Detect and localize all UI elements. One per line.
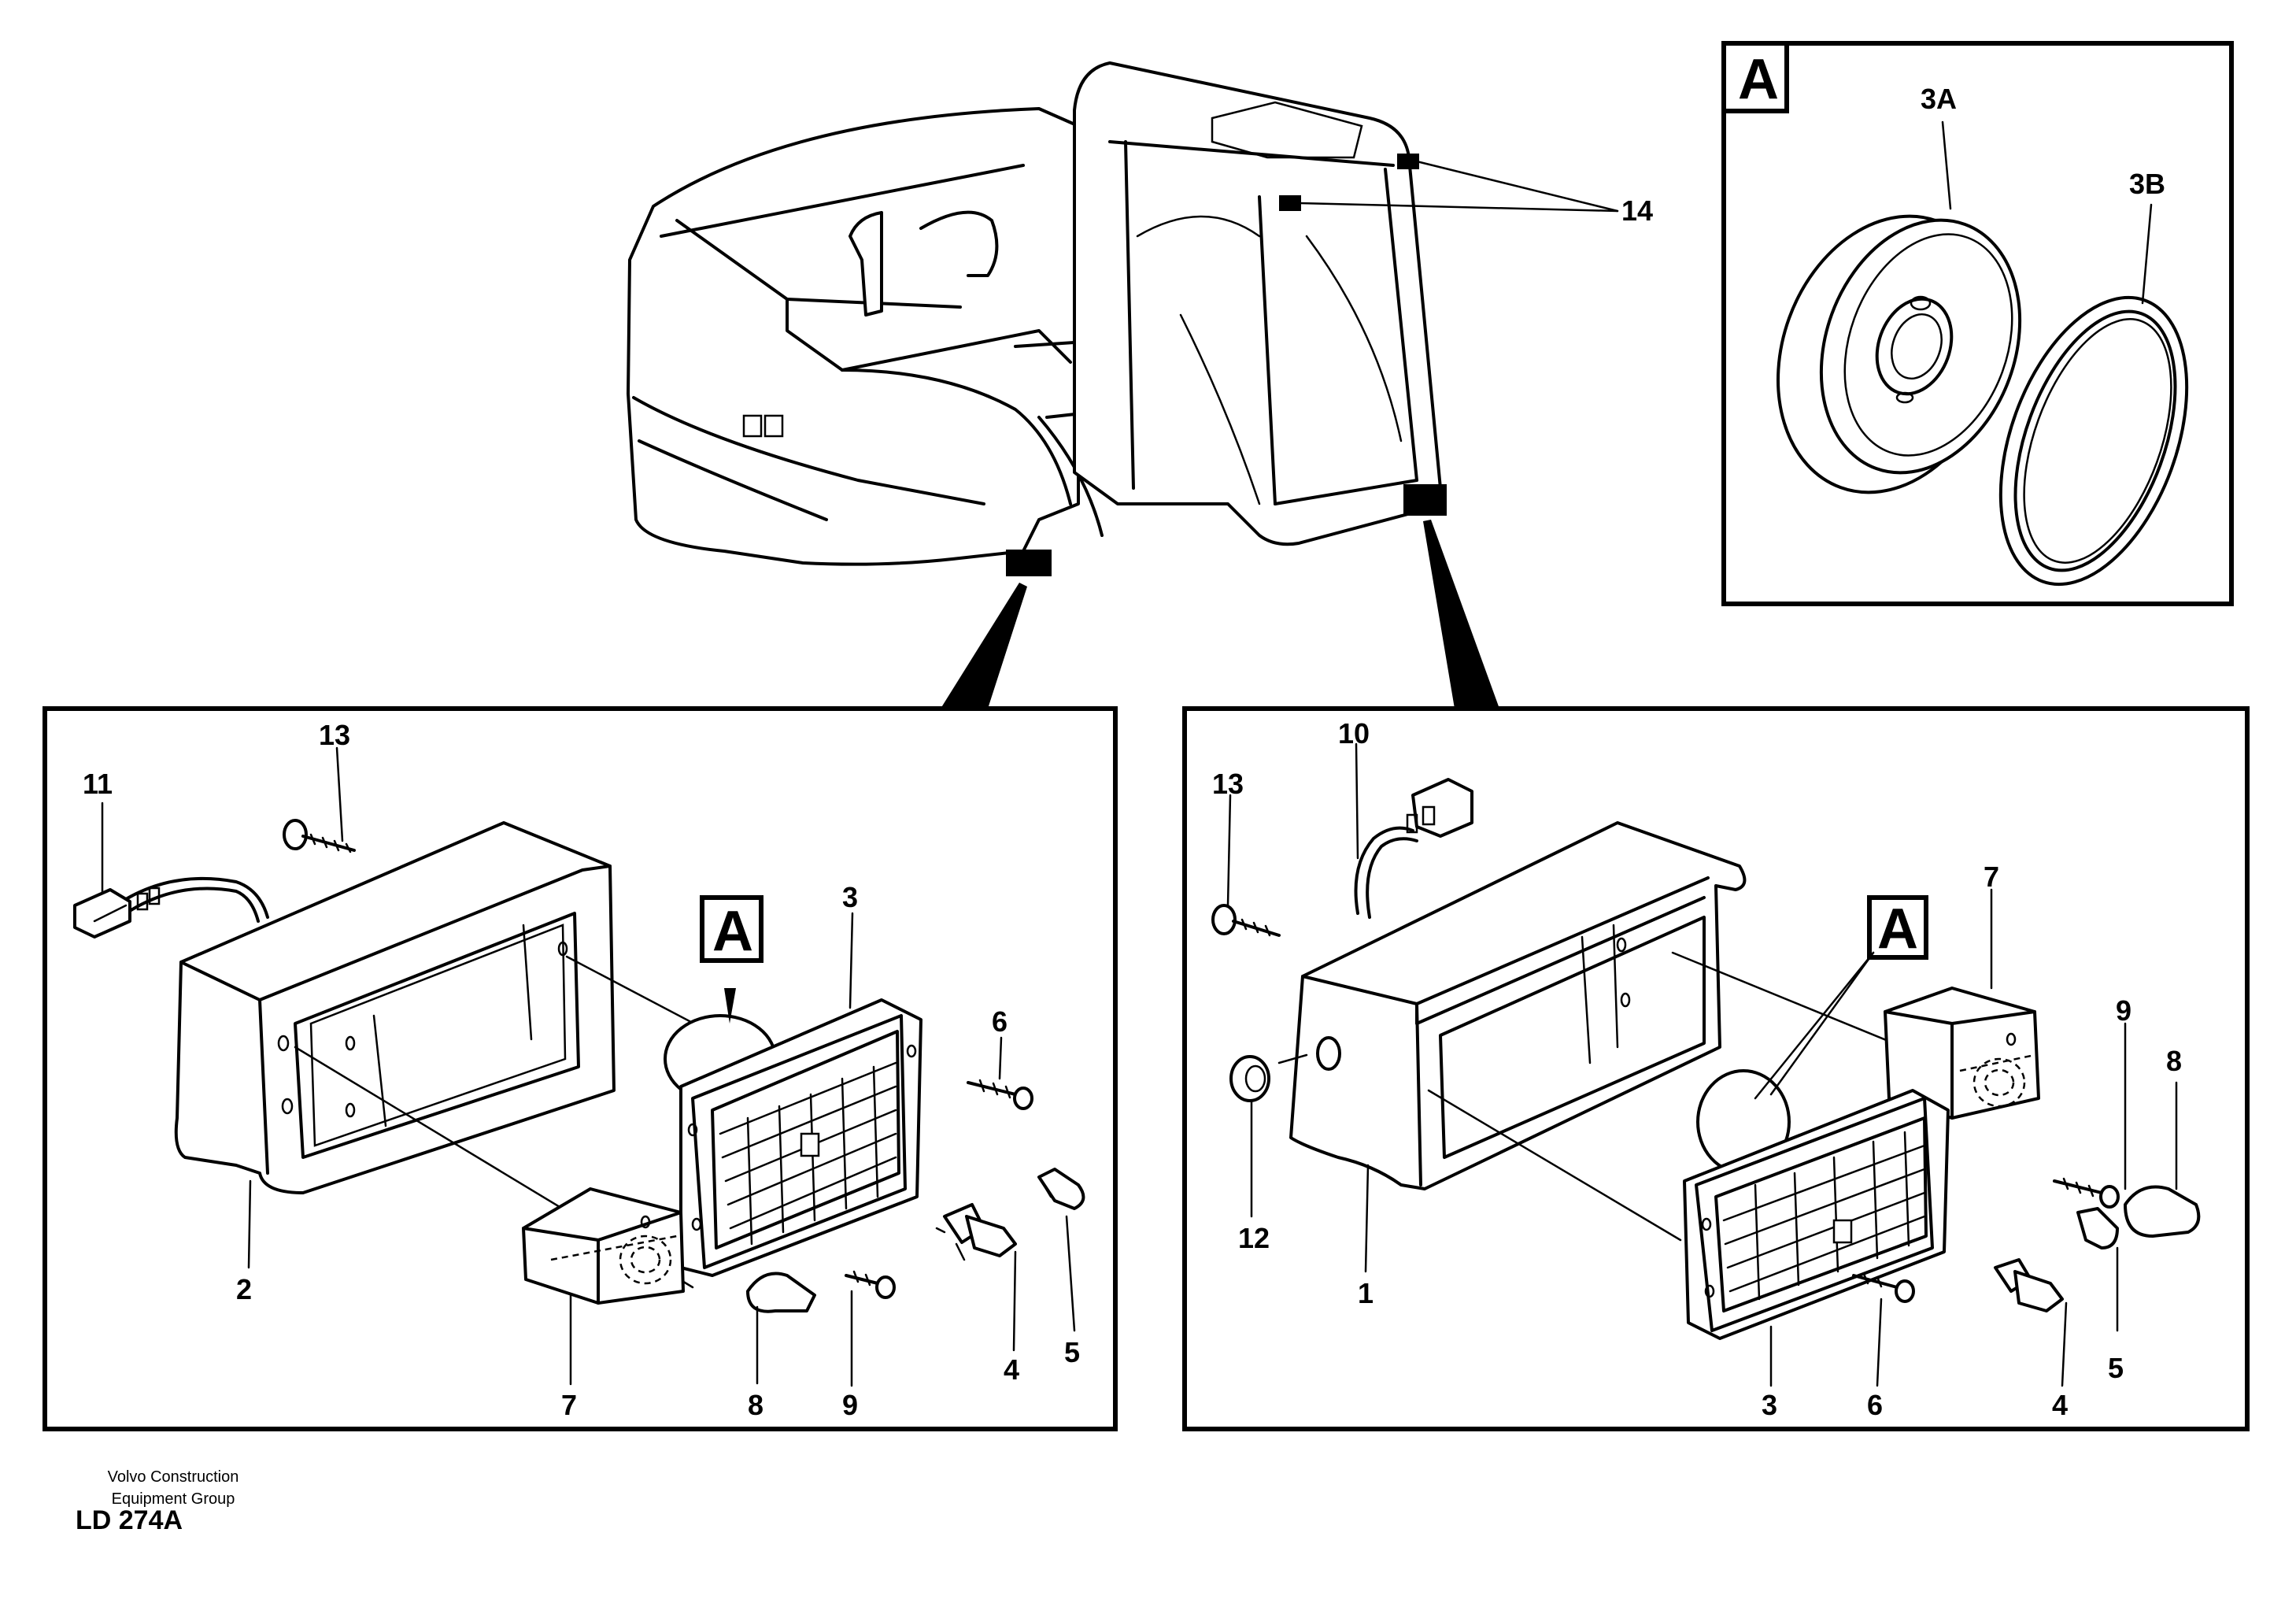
callout-8-right: 8 bbox=[2166, 1045, 2182, 1077]
indicator-lamp-7-right bbox=[1884, 987, 2040, 1120]
callout-7-right: 7 bbox=[1984, 861, 1999, 893]
callout-2-left: 2 bbox=[236, 1273, 252, 1305]
screw-6 bbox=[967, 1079, 1033, 1110]
callout-1-right: 1 bbox=[1358, 1277, 1374, 1309]
bulb-8 bbox=[746, 1272, 816, 1313]
callout-3-left: 3 bbox=[842, 881, 858, 913]
screw-9-right bbox=[2053, 1177, 2120, 1209]
callout-3-right: 3 bbox=[1762, 1389, 1777, 1421]
callout-9-left: 9 bbox=[842, 1389, 858, 1421]
callout-5-right: 5 bbox=[2108, 1352, 2124, 1384]
headlamp-3 bbox=[664, 998, 922, 1277]
callout-4-right: 4 bbox=[2052, 1389, 2068, 1421]
lamp-housing-2 bbox=[174, 821, 616, 1194]
company-credit: Volvo Construction Equipment Group bbox=[55, 1466, 291, 1510]
callout-13-right: 13 bbox=[1212, 768, 1244, 800]
detail-a-marker: A bbox=[1738, 48, 1779, 111]
callout-6-right: 6 bbox=[1867, 1389, 1883, 1421]
company-line-2: Equipment Group bbox=[111, 1490, 235, 1508]
lamp-housing-1 bbox=[1289, 821, 1747, 1190]
callout-10-right: 10 bbox=[1338, 717, 1370, 750]
left-lamp-assembly-panel: A 11 13 3 6 2 5 4 7 8 9 bbox=[43, 706, 1118, 1431]
retaining-ring-3b bbox=[1998, 295, 2189, 587]
screw-6-right bbox=[1852, 1272, 1915, 1303]
callout-4-left: 4 bbox=[1004, 1353, 1019, 1386]
company-line-1: Volvo Construction bbox=[107, 1468, 239, 1486]
bulb-5-right bbox=[2076, 1207, 2119, 1249]
reflector-3a bbox=[1776, 214, 2022, 494]
callout-11-left: 11 bbox=[83, 768, 113, 800]
grommet-12 bbox=[1229, 1055, 1270, 1102]
bolt-13 bbox=[283, 819, 356, 853]
callout-6-left: 6 bbox=[992, 1005, 1008, 1038]
loader-machine-illustration bbox=[627, 61, 1619, 576]
connector-cable-10 bbox=[1354, 778, 1473, 919]
screw-9 bbox=[845, 1270, 896, 1299]
callout-9-right: 9 bbox=[2116, 994, 2131, 1027]
callout-5-left: 5 bbox=[1064, 1336, 1080, 1368]
callout-12-right: 12 bbox=[1238, 1222, 1270, 1254]
callout-13-left: 13 bbox=[319, 719, 350, 751]
indicator-lamp-7 bbox=[522, 1187, 685, 1305]
callout-3a: 3A bbox=[1921, 83, 1957, 115]
connector-cable-11 bbox=[73, 876, 269, 938]
callout-14: 14 bbox=[1621, 194, 1653, 227]
right-lamp-assembly-panel: A 10 13 7 9 8 12 1 5 3 6 4 bbox=[1182, 706, 2250, 1431]
callout-3b: 3B bbox=[2129, 168, 2165, 200]
drawing-code: LD 274A bbox=[76, 1505, 183, 1535]
detail-a-tag-left: A bbox=[712, 900, 753, 963]
detail-a-tag-right: A bbox=[1877, 898, 1918, 961]
callout-8-left: 8 bbox=[748, 1389, 763, 1421]
bolt-13-right bbox=[1211, 904, 1281, 937]
bulb-5 bbox=[1037, 1168, 1085, 1210]
bulb-8-right bbox=[2124, 1185, 2201, 1238]
detail-a-panel: A 3A 3B bbox=[1721, 41, 2234, 606]
right-detail-pointer bbox=[1423, 520, 1499, 709]
headlamp-3-right bbox=[1683, 1069, 1950, 1340]
callout-7-left: 7 bbox=[561, 1389, 577, 1421]
halogen-bulb-4 bbox=[935, 1203, 1017, 1261]
halogen-bulb-4-right bbox=[1994, 1258, 2064, 1312]
left-detail-pointer bbox=[941, 583, 1027, 709]
